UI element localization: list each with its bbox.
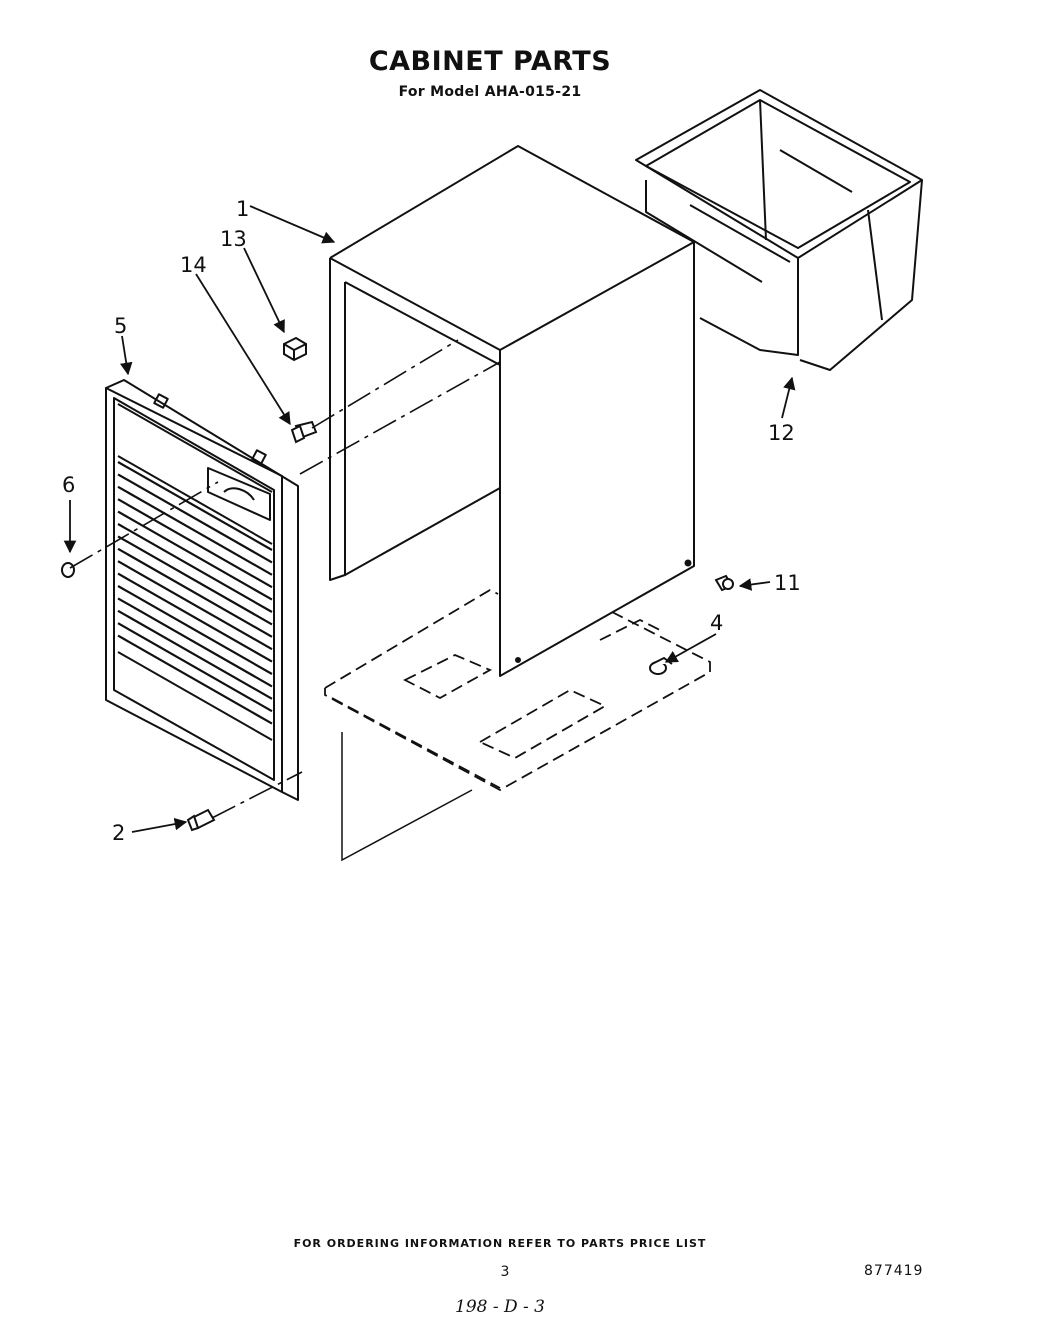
callout-4: 4 [710,611,723,635]
grille-louver [117,622,273,713]
callout-5: 5 [114,314,127,338]
grille-louver [117,609,273,700]
grille-louver [117,634,273,725]
handwritten-note: 198 - D - 3 [455,1297,545,1317]
water-tank [635,89,923,371]
cabinet-wrapper [329,145,695,677]
grille-louver [117,585,273,675]
base-pan-dash-guides [341,732,473,862]
grille-louver [117,510,273,601]
callout-2: 2 [112,821,125,845]
callout-leaders [63,205,796,833]
grille-louver [117,523,273,613]
plug-6 [61,562,75,578]
base-pan [324,588,711,792]
grille-louver [117,498,273,589]
grille-louver [117,560,273,651]
document-code: 877419 [864,1263,924,1279]
knob-13 [283,336,307,362]
callout-14: 14 [180,253,207,277]
screw-2 [186,808,216,832]
grille-louver [117,597,273,688]
callout-6: 6 [62,473,75,497]
ordering-note: FOR ORDERING INFORMATION REFER TO PARTS … [293,1237,707,1250]
grille-louver [117,485,273,576]
grille-louver [117,461,273,551]
grille-louvers [117,461,273,725]
diagram-title: CABINET PARTS [368,46,612,77]
front-grille [105,379,299,801]
callout-11: 11 [774,571,801,595]
callout-13: 13 [220,227,247,251]
grille-louver [117,473,273,564]
callout-1: 1 [236,197,249,221]
screw-11 [714,574,734,592]
model-subtitle: For Model AHA-015-21 [398,84,582,100]
screw-14 [290,420,318,444]
grille-louver [117,535,273,626]
page-number: 3 [500,1264,510,1280]
callout-labels: 1 13 14 5 6 12 11 4 2 [62,197,801,845]
callout-12: 12 [768,421,795,445]
grille-louver [117,572,273,663]
grille-louver [117,547,273,638]
assembly-guide-lines [69,339,501,819]
